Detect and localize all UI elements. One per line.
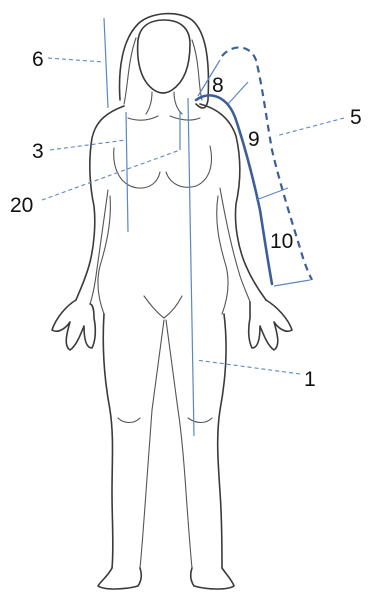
measure-line-8b [228,82,248,104]
hair-left-strand [124,38,136,104]
callout-labels: 6 3 20 8 9 5 10 1 [10,48,362,391]
face-outline [138,20,190,93]
body-figure [52,14,292,589]
foot-left [98,568,141,589]
collarbone-left [128,116,158,120]
callout-20: 20 [10,194,33,217]
foot-right [191,568,234,589]
measurement-lines [104,18,312,436]
sleeve-dashed-outline [222,47,312,280]
measure-line-1 [188,98,194,436]
torso-left [76,106,124,300]
neck-right [174,92,182,114]
neck-left [146,92,152,114]
leader-lines [42,58,344,374]
leg-right-outer [218,314,226,568]
knee-right [188,418,212,423]
sleeve-tick-lower [274,280,310,286]
leg-left-inner [140,320,164,568]
measure-line-6 [104,18,108,108]
leader-5 [276,118,344,136]
leader-3 [50,140,126,150]
callout-5: 5 [350,106,362,129]
leader-1 [196,360,300,374]
hand-right [249,300,292,350]
measure-line-3 [126,112,128,232]
callout-6: 6 [32,48,44,71]
knee-left [118,418,140,423]
leader-6 [48,58,104,62]
callout-3: 3 [32,140,44,163]
arm-right-inner [220,188,250,302]
leg-right-inner [166,320,192,568]
callout-9: 9 [248,128,260,151]
pelvis-line [144,296,182,318]
callout-8: 8 [212,74,224,97]
sleeve-tick-upper [256,188,288,200]
bust-left [114,148,160,188]
hair-outline [120,14,209,108]
callout-1: 1 [304,368,316,391]
waist-right [217,196,228,314]
hand-left [52,300,95,350]
collarbone-right [170,116,200,120]
leg-left-outer [103,314,113,568]
callout-10: 10 [270,230,293,253]
